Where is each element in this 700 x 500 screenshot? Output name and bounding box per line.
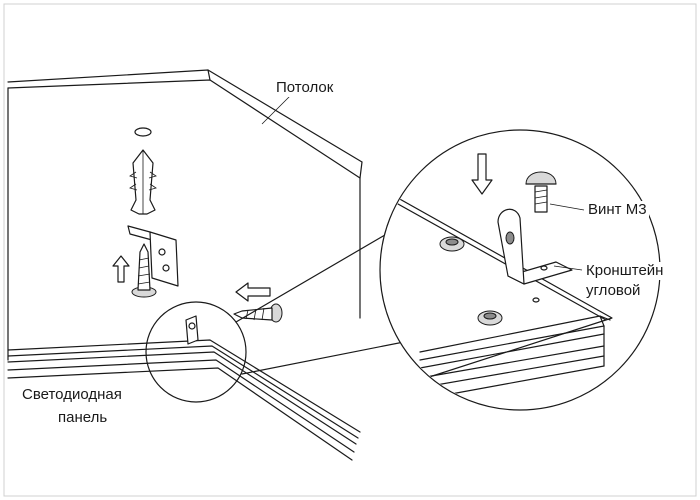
- panel-label-line1: Светодиодная: [20, 386, 124, 404]
- self-tapping-screw-icon: [131, 243, 157, 298]
- magnifier-connector-bottom: [241, 339, 415, 375]
- ceiling-slab: [7, 69, 363, 361]
- ceiling-label: Потолок: [274, 79, 336, 97]
- angle-bracket-large-icon: [497, 208, 573, 285]
- screw-label: Винт М3: [586, 201, 649, 219]
- bracket-small-icon: [127, 225, 179, 287]
- magnifier-connector-top: [235, 231, 391, 323]
- m3-screw-icon: [525, 171, 557, 213]
- arrow-down-icon: [471, 153, 493, 195]
- panel-screw-head-1: [439, 236, 465, 252]
- ceiling-hole: [134, 127, 152, 137]
- panel-screw-head-2: [477, 310, 503, 326]
- wall-plug-icon: [129, 149, 157, 215]
- bracket-on-panel-icon: [185, 315, 199, 345]
- panel-hole: [532, 297, 540, 303]
- diagram-frame: [3, 3, 697, 497]
- magnifier-small-circle: [145, 301, 247, 403]
- bracket-label-line1: Кронштейн: [584, 262, 666, 280]
- screw-horizontal-icon: [233, 303, 283, 323]
- bracket-leader-line: [553, 265, 583, 271]
- panel-label-line2: панель: [56, 409, 110, 427]
- screw-leader-line: [549, 203, 585, 211]
- ceiling-leader-line: [261, 95, 291, 125]
- bracket-label-line2: угловой: [584, 282, 643, 300]
- arrow-up-icon: [112, 255, 130, 283]
- arrow-left-icon: [235, 282, 271, 302]
- led-panel-outline: [7, 339, 361, 461]
